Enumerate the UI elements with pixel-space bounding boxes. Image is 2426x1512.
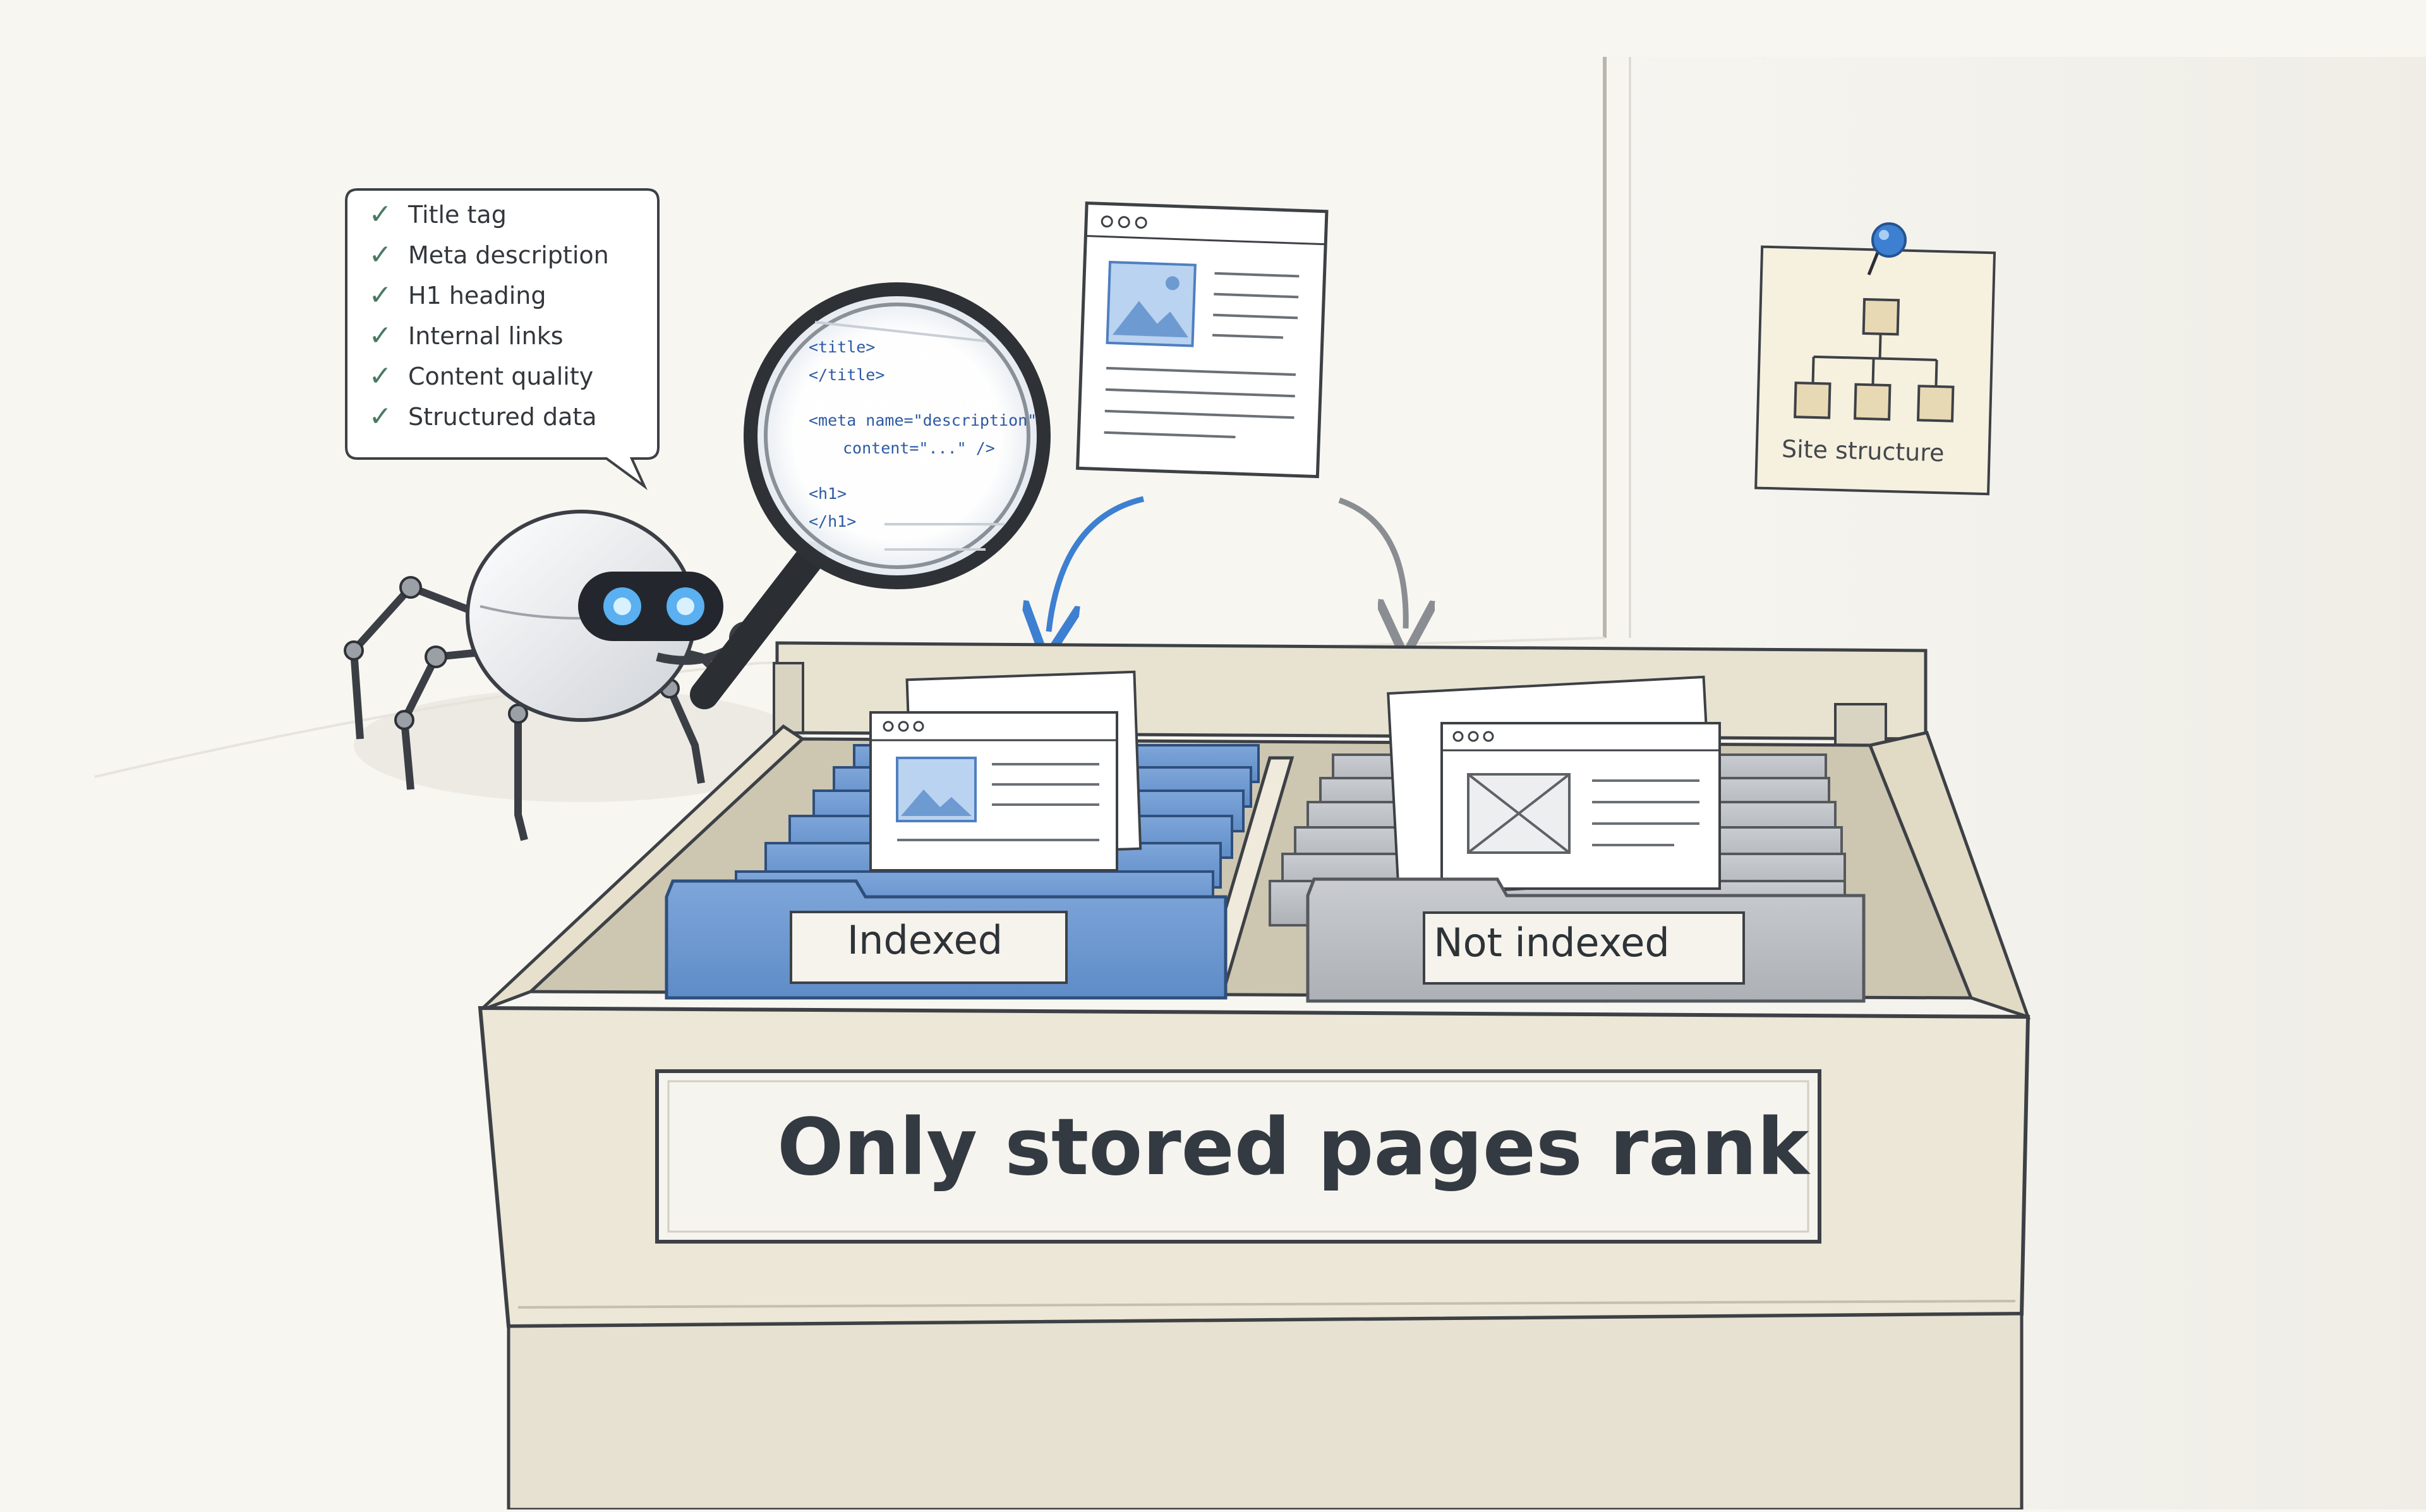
checklist-item-label: Structured data xyxy=(408,403,597,431)
checklist-item: ✓ H1 heading xyxy=(366,275,609,316)
check-icon: ✓ xyxy=(368,320,392,352)
spider-robot-icon xyxy=(344,510,809,841)
sticky-note-label: Site structure xyxy=(1781,435,1945,467)
indexed-front-folder xyxy=(665,879,1228,1000)
check-icon: ✓ xyxy=(368,198,392,231)
drawer-label: Only stored pages rank xyxy=(777,1102,1809,1193)
pushpin-icon xyxy=(1867,222,1907,275)
web-page-card xyxy=(1075,201,1329,479)
check-icon: ✓ xyxy=(368,360,392,392)
sticky-note xyxy=(1754,245,1996,496)
image-placeholder-icon xyxy=(1106,260,1197,347)
checklist-item: ✓ Structured data xyxy=(366,397,609,437)
not-indexed-page-card xyxy=(1387,675,1721,897)
checklist-item: ✓ Meta description xyxy=(366,235,609,275)
code-line: <title> xyxy=(809,338,876,356)
checklist-item-label: H1 heading xyxy=(408,282,546,309)
sitemap-diagram xyxy=(1794,297,1955,423)
check-icon: ✓ xyxy=(368,239,392,271)
indexed-page-card xyxy=(869,670,1142,872)
check-icon: ✓ xyxy=(368,400,392,433)
code-line: content="..." /> xyxy=(843,439,995,457)
checklist-item-label: Title tag xyxy=(408,201,507,229)
speech-bubble xyxy=(345,188,660,491)
arrow-down-icon xyxy=(1049,496,1145,632)
checklist-item-label: Internal links xyxy=(408,322,564,350)
checklist-item-label: Meta description xyxy=(408,241,609,269)
not-indexed-front-folder xyxy=(1306,877,1866,1003)
code-line: <h1> xyxy=(809,484,847,503)
broken-image-icon xyxy=(1467,773,1571,854)
html-code-snippet: <title> </title> <meta name="description… xyxy=(809,333,1037,536)
check-icon: ✓ xyxy=(368,279,392,311)
indexed-folder-label: Indexed xyxy=(847,917,1003,963)
checklist-item: ✓ Content quality xyxy=(366,356,609,397)
magnifier-icon xyxy=(690,282,1051,709)
arrow-down-icon xyxy=(1338,497,1406,628)
checklist-item: ✓ Internal links xyxy=(366,316,609,356)
filing-cabinet xyxy=(478,641,2031,1511)
code-line: </h1> xyxy=(809,512,857,531)
code-line: </title> xyxy=(809,366,885,384)
not-indexed-folder-label: Not indexed xyxy=(1433,920,1670,966)
code-line: <meta name="description" xyxy=(809,411,1037,429)
seo-checklist: ✓ Title tag ✓ Meta description ✓ H1 heading… xyxy=(366,195,609,437)
checklist-item-label: Content quality xyxy=(408,363,594,390)
checklist-item: ✓ Title tag xyxy=(366,195,609,235)
drawer-label-plate xyxy=(655,1069,1821,1244)
